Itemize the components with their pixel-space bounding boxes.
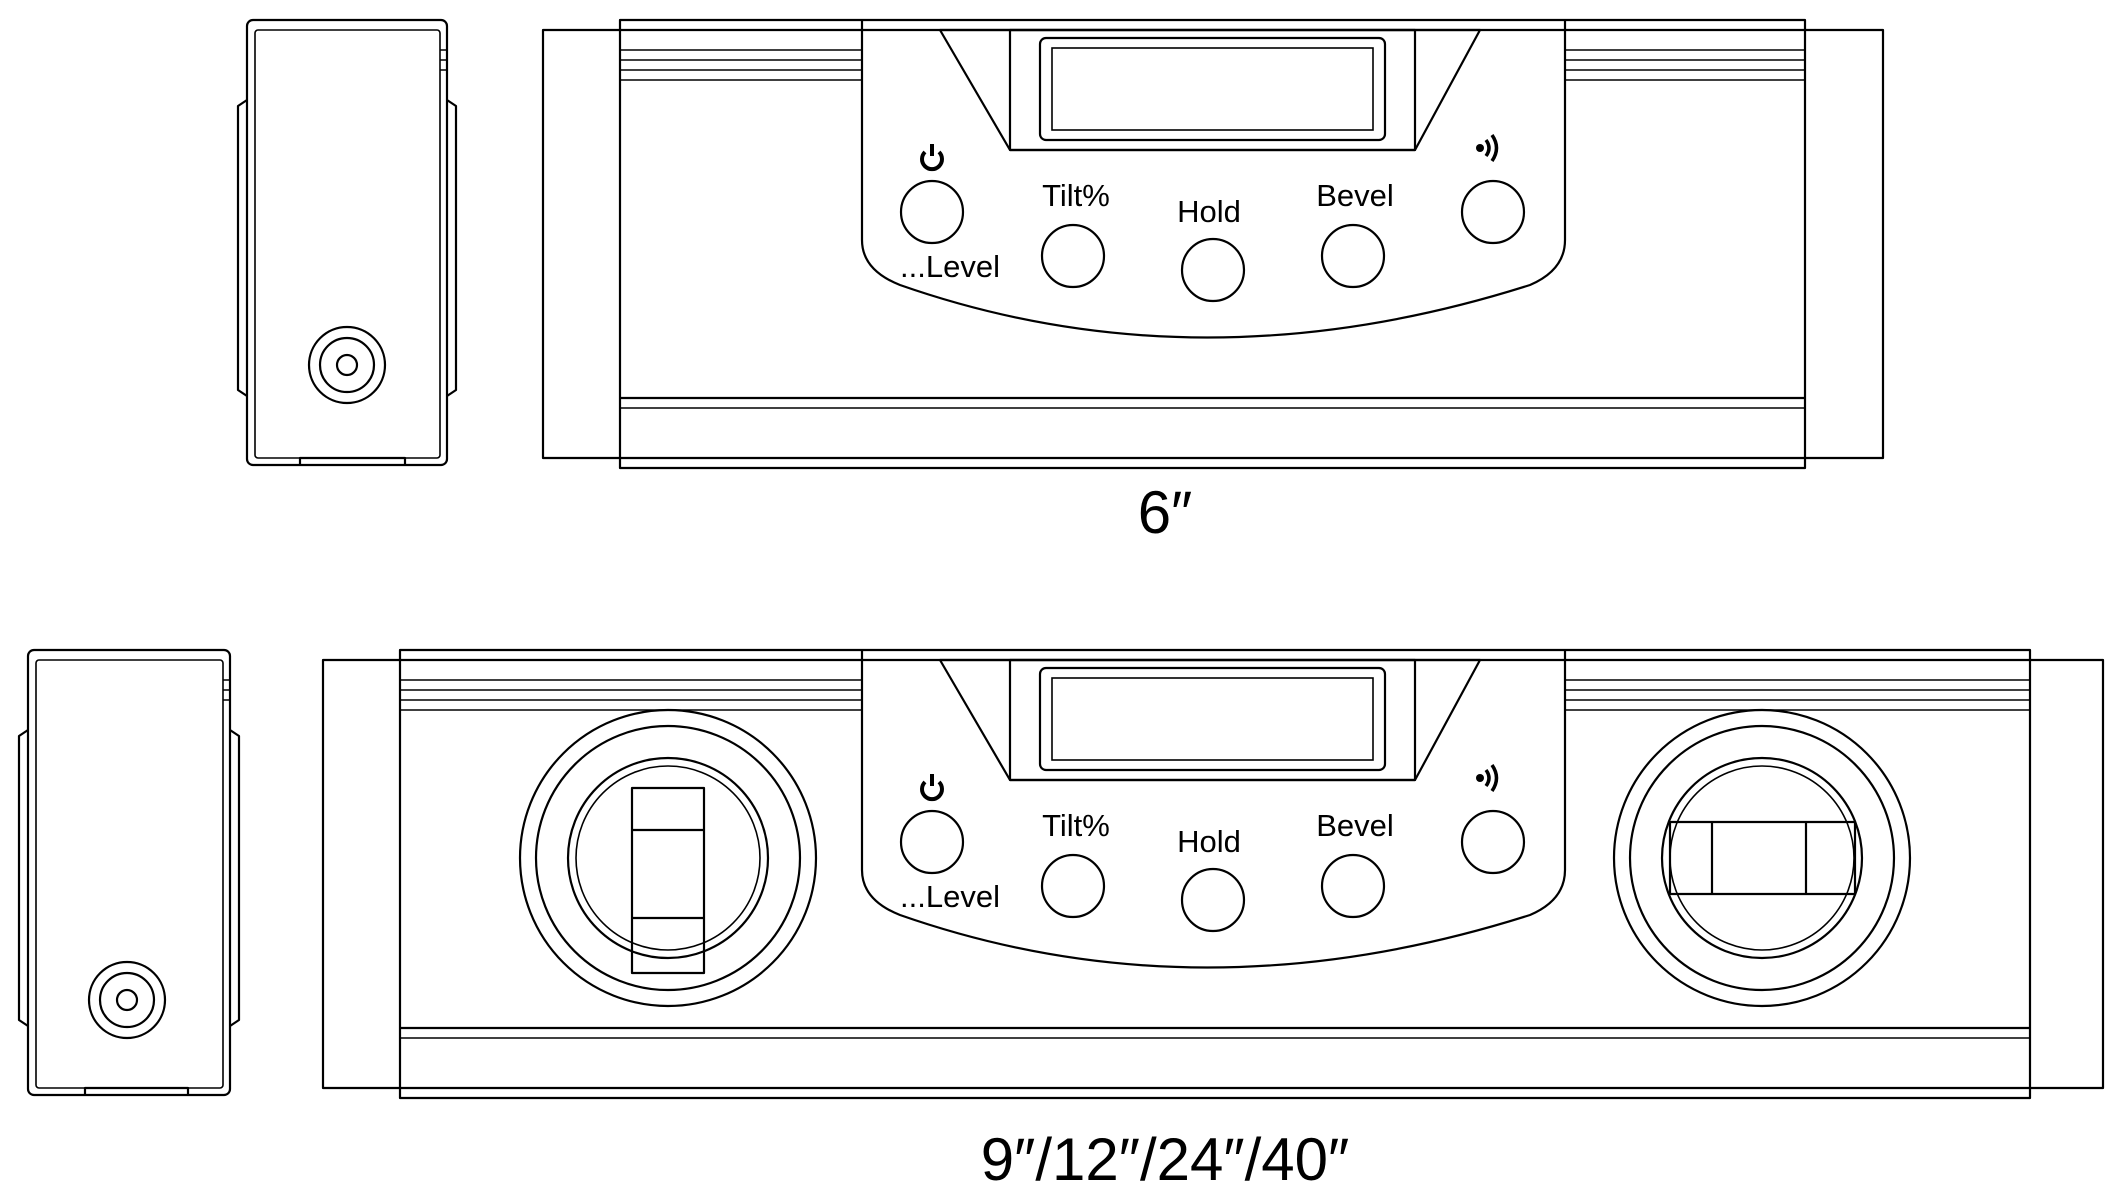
size-caption-long: 9″/12″/24″/40″ [981,1126,1350,1193]
hold-button[interactable] [1180,237,1246,303]
bevel-label: Bevel [1316,178,1394,213]
tilt-label: Tilt% [1042,808,1110,843]
level-label: ...Level [900,249,1000,284]
power-button[interactable] [899,179,965,245]
tilt-button[interactable] [1040,223,1106,289]
front-view-long: Tilt% Hold Bevel ...Level [321,648,2105,1100]
hold-label: Hold [1177,194,1241,229]
vertical-vial [518,708,818,1008]
power-icon [920,774,944,802]
hold-label: Hold [1177,824,1241,859]
sound-icon [1476,764,1499,792]
sound-icon [1476,134,1499,162]
side-view-6in [236,18,458,467]
bevel-button[interactable] [1320,853,1386,919]
horizontal-vial [1612,708,1912,1008]
level-label: ...Level [900,879,1000,914]
size-caption-6in: 6″ [1138,479,1193,546]
power-button[interactable] [899,809,965,875]
tilt-button[interactable] [1040,853,1106,919]
power-icon [920,144,944,172]
bevel-button[interactable] [1320,223,1386,289]
front-view-6in: Tilt% Hold Bevel ...Level [541,18,1885,470]
sound-button[interactable] [1460,809,1526,875]
tilt-label: Tilt% [1042,178,1110,213]
side-view-long [17,648,241,1097]
bevel-label: Bevel [1316,808,1394,843]
sound-button[interactable] [1460,179,1526,245]
hold-button[interactable] [1180,867,1246,933]
